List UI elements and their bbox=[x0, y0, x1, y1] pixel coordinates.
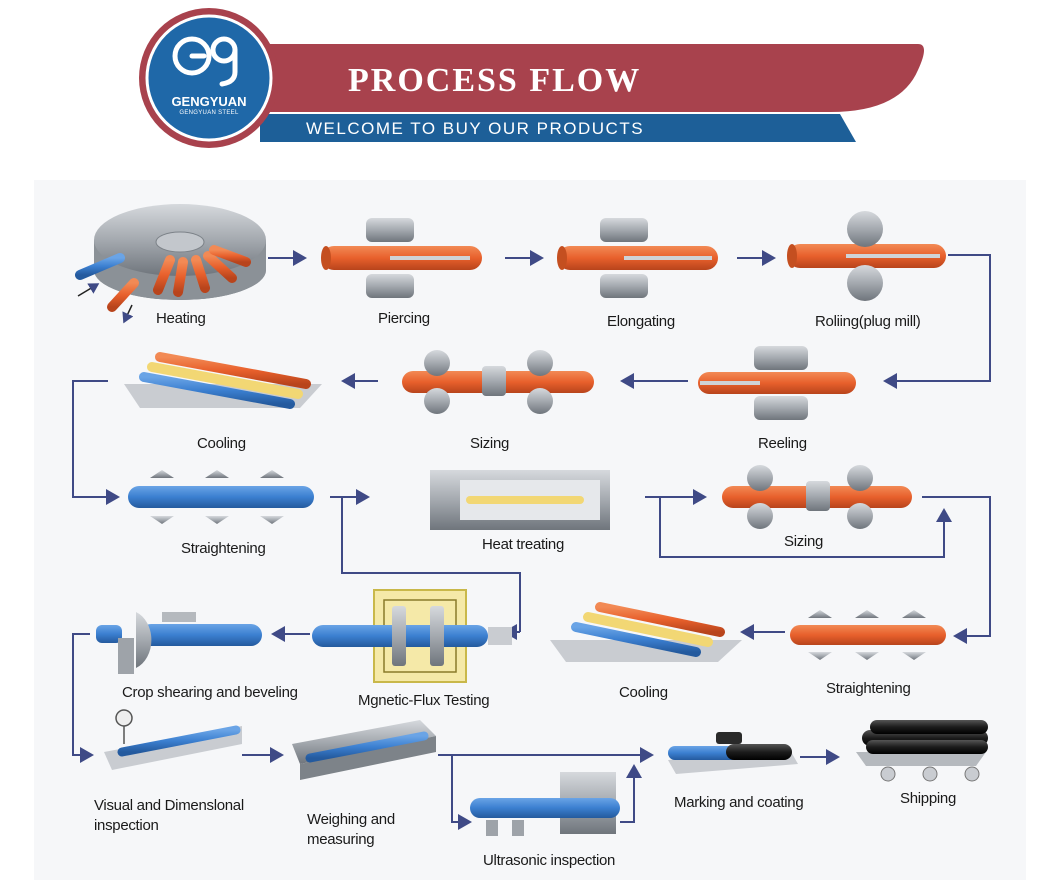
elongating-mill bbox=[557, 218, 718, 298]
step-label-heating: Heating bbox=[156, 310, 206, 327]
flow-connectors bbox=[72, 250, 991, 830]
step-label-cooling-2: Cooling bbox=[619, 684, 668, 701]
banner-red-band bbox=[210, 44, 924, 112]
sizing-mill-2 bbox=[722, 465, 912, 529]
hot-billet-out bbox=[107, 278, 139, 312]
step-label-piercing: Piercing bbox=[378, 310, 430, 327]
step-label-ultrasonic: Ultrasonic inspection bbox=[483, 852, 616, 869]
step-label-rolling: Roliing(plug mill) bbox=[815, 313, 921, 330]
weighing-station bbox=[292, 720, 436, 780]
step-label-shipping: Shipping bbox=[900, 790, 956, 807]
step-label-cooling-1: Cooling bbox=[197, 435, 246, 452]
brand-subtitle: GENGYUAN STEEL bbox=[179, 110, 239, 116]
step-label-straightening-2: Straightening bbox=[826, 680, 911, 697]
straightener-2 bbox=[790, 610, 946, 660]
brand-name: GENGYUAN bbox=[171, 94, 247, 109]
step-label-marking: Marking and coating bbox=[674, 794, 804, 811]
step-label-sizing-2: Sizing bbox=[784, 533, 824, 550]
cold-billet bbox=[75, 253, 125, 280]
logo-circle bbox=[145, 14, 273, 142]
page-title: PROCESS FLOW bbox=[348, 62, 642, 99]
step-label-reeling: Reeling bbox=[758, 435, 807, 452]
magnetic-flux-tester bbox=[312, 589, 512, 683]
ultrasonic-tester bbox=[470, 772, 620, 836]
heating-furnace bbox=[75, 204, 266, 324]
page-subtitle: WELCOME TO BUY OUR PRODUCTS bbox=[306, 119, 645, 138]
piercing-mill bbox=[321, 218, 482, 298]
straightener-1 bbox=[128, 470, 314, 524]
step-label-magnetic-flux: Mgnetic-Flux Testing bbox=[358, 692, 490, 709]
crop-shear bbox=[96, 612, 262, 674]
step-label-visual-inspection: Visual and Dimenslonal inspection bbox=[94, 797, 244, 834]
step-label-heat-treating: Heat treating bbox=[482, 536, 564, 553]
sizing-mill-1 bbox=[402, 350, 594, 414]
banner-blue-band bbox=[260, 114, 856, 142]
shipping-cart bbox=[856, 720, 988, 782]
reeling-mill bbox=[698, 346, 856, 420]
gauge-icon bbox=[115, 709, 133, 727]
gy-logo-icon bbox=[172, 36, 238, 87]
cooling-bed-1 bbox=[124, 352, 322, 409]
step-label-elongating: Elongating bbox=[607, 313, 675, 330]
marking-coating-station bbox=[668, 732, 798, 774]
step-label-weighing: Weighing and measuring bbox=[307, 811, 395, 848]
plug-mill bbox=[787, 211, 946, 301]
step-label-sizing-1: Sizing bbox=[470, 435, 510, 452]
cooling-bed-2 bbox=[550, 602, 742, 662]
visual-inspection-station bbox=[104, 709, 242, 770]
heat-treat-furnace bbox=[407, 470, 631, 530]
header-banner bbox=[139, 8, 924, 148]
step-label-crop-shearing: Crop shearing and beveling bbox=[122, 684, 298, 701]
heated-billets bbox=[153, 245, 251, 297]
step-label-straightening-1: Straightening bbox=[181, 540, 266, 557]
